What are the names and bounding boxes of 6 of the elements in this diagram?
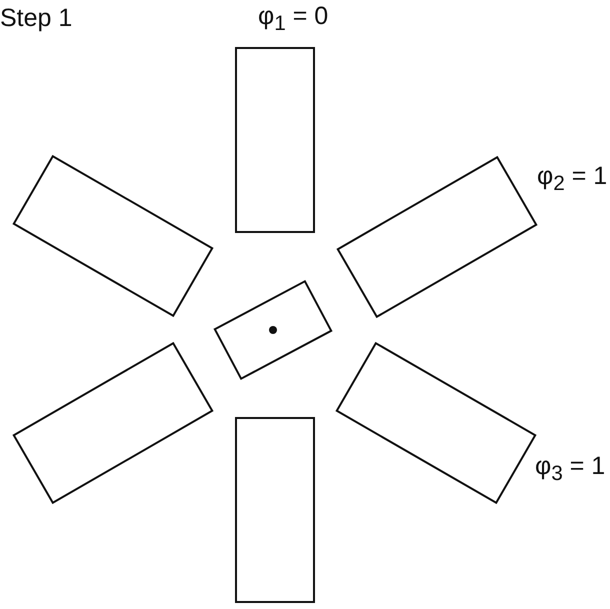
step-title: Step 1 <box>0 4 72 33</box>
phase-label: φ$_{3}$ = 1 <box>535 452 606 486</box>
phase-label: φ$_{2}$ = 1 <box>537 162 608 196</box>
rectangle-box <box>235 47 315 233</box>
rectangle-box <box>235 417 315 603</box>
phase-label: φ$_{1}$ = 0 <box>258 2 328 36</box>
